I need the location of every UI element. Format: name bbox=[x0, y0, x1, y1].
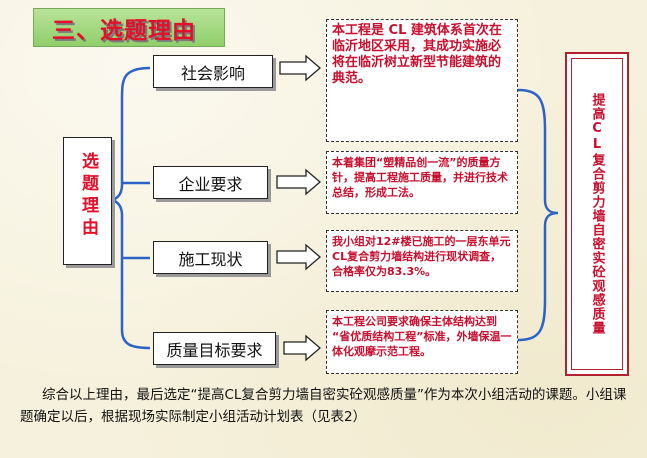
category-label-2: 企业要求 bbox=[178, 174, 243, 194]
category-box-3: 施工现状 bbox=[153, 241, 268, 274]
category-label-3: 施工现状 bbox=[178, 249, 243, 269]
slide-title: 三、选题理由 bbox=[52, 18, 196, 44]
arrow-4 bbox=[283, 334, 321, 362]
description-box-2: 本着集团“塑精品创一流”的质量方针，提高工程施工质量，并进行技术总结，形成工法。 bbox=[326, 151, 518, 214]
conclusion-box: 提高CL复合剪力墙自密实砼观感质量 bbox=[565, 52, 629, 376]
left-label-box: 选题理由 bbox=[63, 137, 112, 265]
conclusion-inner-frame: 提高CL复合剪力墙自密实砼观感质量 bbox=[571, 58, 623, 370]
title-banner bbox=[33, 8, 225, 47]
left-bracket bbox=[109, 66, 151, 350]
category-box-1: 社会影响 bbox=[153, 55, 273, 88]
description-box-1: 本工程是 CL 建筑体系首次在临沂地区采用，其成功实施必将在临沂树立新型节能建筑… bbox=[326, 19, 518, 142]
description-text-3: 我小组对12#楼已施工的一层东单元CL复合剪力墙结构进行现状调查，合格率仅为83… bbox=[332, 235, 511, 278]
description-box-4: 本工程公司要求确保主体结构达到 “省优质结构工程”标准，外墙保温一体化观摩示范工… bbox=[326, 310, 518, 374]
category-label-1: 社会影响 bbox=[180, 63, 245, 83]
category-label-4: 质量目标要求 bbox=[166, 340, 263, 360]
description-text-4: 本工程公司要求确保主体结构达到 “省优质结构工程”标准，外墙保温一体化观摩示范工… bbox=[332, 315, 512, 358]
summary-paragraph: 综合以上理由，最后选定“提高CL复合剪力墙自密实砼观感质量”作为本次小组活动的课… bbox=[20, 387, 627, 425]
arrow-1 bbox=[279, 54, 321, 82]
description-text-1: 本工程是 CL 建筑体系首次在临沂地区采用，其成功实施必将在临沂树立新型节能建筑… bbox=[332, 23, 502, 86]
category-box-2: 企业要求 bbox=[153, 166, 268, 199]
left-label: 选题理由 bbox=[78, 152, 98, 240]
arrow-3 bbox=[276, 243, 321, 271]
right-bracket bbox=[517, 88, 559, 342]
description-box-3: 我小组对12#楼已施工的一层东单元CL复合剪力墙结构进行现状调查，合格率仅为83… bbox=[326, 230, 518, 292]
category-box-4: 质量目标要求 bbox=[153, 332, 276, 365]
description-text-2: 本着集团“塑精品创一流”的质量方针，提高工程施工质量，并进行技术总结，形成工法。 bbox=[332, 156, 508, 199]
arrow-2 bbox=[276, 168, 321, 196]
conclusion-text: 提高CL复合剪力墙自密实砼观感质量 bbox=[589, 93, 605, 335]
